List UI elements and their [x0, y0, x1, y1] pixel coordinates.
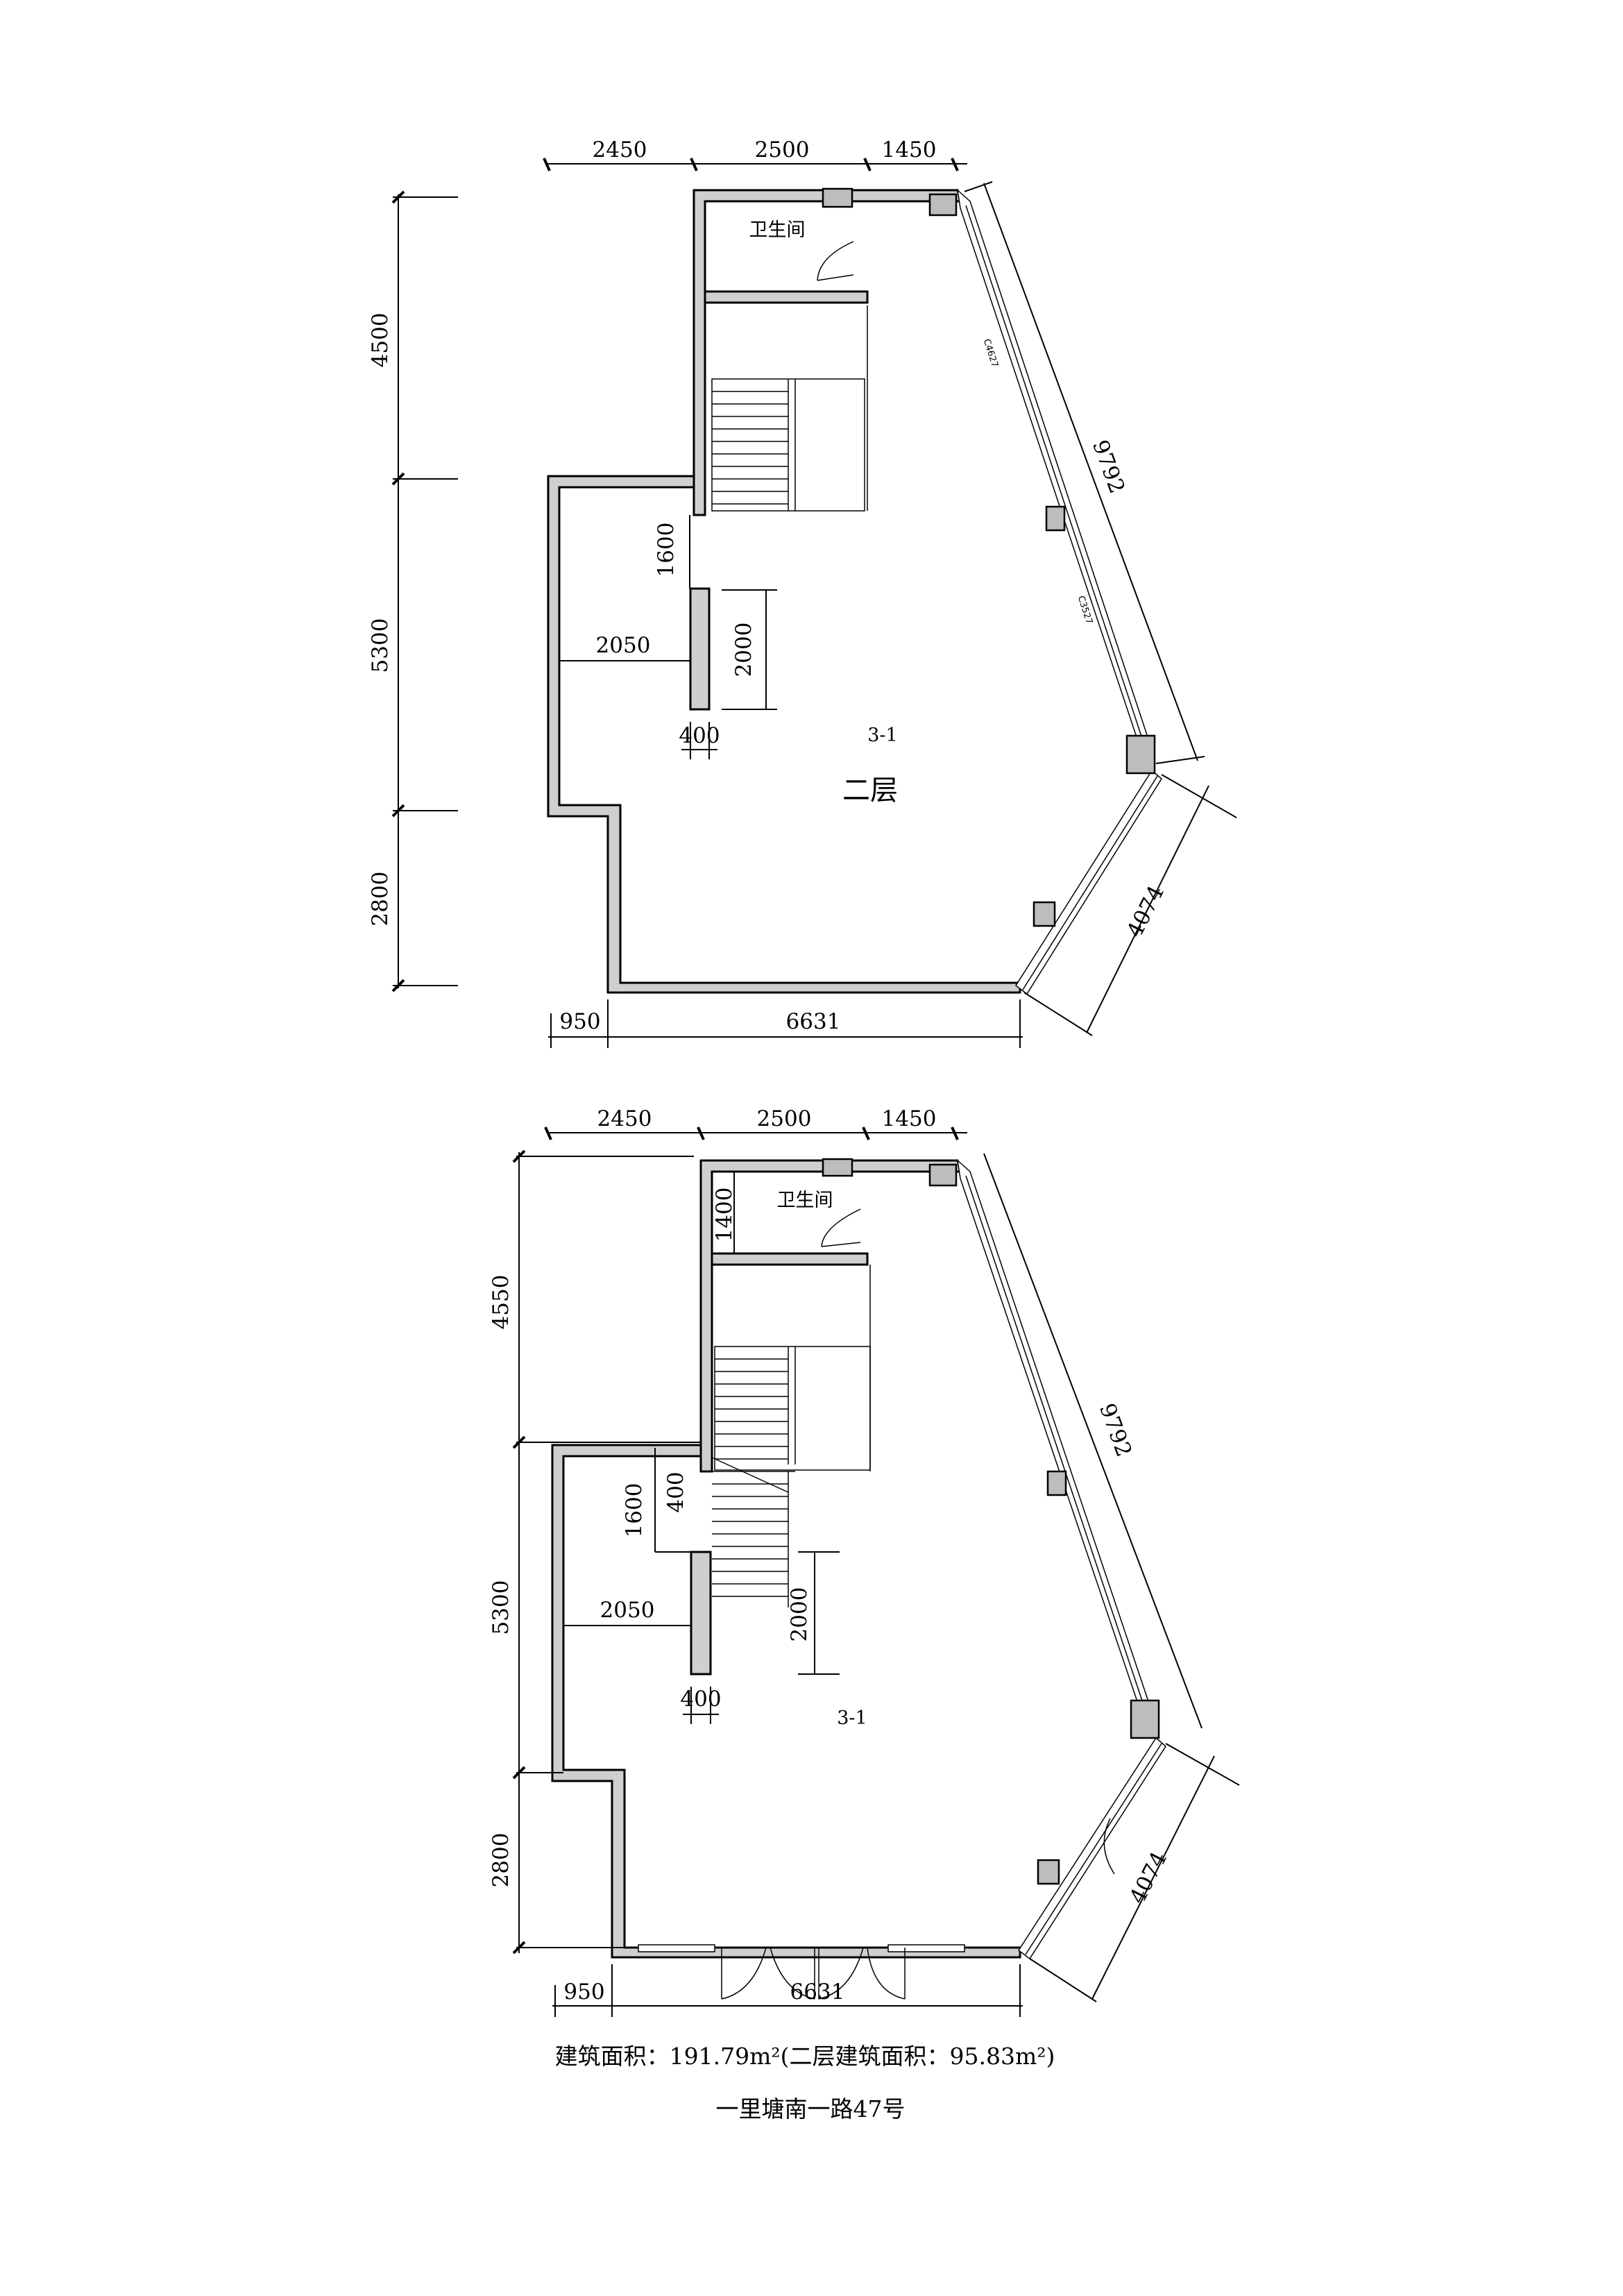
lower-dim-bottom-1: 950 [563, 1980, 604, 2004]
upper-dim-bottom-1: 950 [559, 1009, 600, 1034]
upper-plan: 2450 2500 1450 4500 5300 2800 950 6631 9… [368, 137, 1237, 1048]
upper-stub-wall [689, 587, 711, 711]
lower-dim-left-3: 2800 [488, 1833, 513, 1888]
upper-dim-inner-2: 2050 [596, 633, 651, 658]
upper-column [822, 187, 853, 208]
upper-dim-left-1: 4500 [368, 313, 393, 368]
upper-window-code-1: C4627 [981, 338, 1000, 369]
upper-column [1125, 734, 1156, 775]
lower-stub-wall [690, 1551, 712, 1675]
upper-dim-inner-1: 1600 [654, 523, 679, 577]
lower-dim-top-1: 2450 [597, 1106, 652, 1131]
lower-stair [711, 1265, 871, 1607]
lower-bath-wall [711, 1252, 869, 1266]
lower-dim-inner-5: 2000 [787, 1587, 812, 1642]
upper-dim-top-3: 1450 [882, 137, 937, 162]
upper-column [1045, 505, 1066, 532]
upper-dim-diag-2: 4074 [1122, 881, 1169, 942]
lower-dim-inner-3: 400 [663, 1471, 688, 1512]
upper-dimensions [391, 158, 1237, 1048]
upper-floor-label: 二层 [842, 775, 898, 807]
upper-dim-diag-1: 9792 [1087, 437, 1130, 496]
address: 一里塘南一路47号 [716, 2095, 906, 2122]
area-summary: 建筑面积：191.79m²(二层建筑面积：95.83m²) [555, 2043, 1055, 2070]
upper-dim-bottom-2: 6631 [786, 1009, 841, 1034]
upper-stair [711, 305, 868, 512]
upper-bath-wall [704, 290, 869, 304]
upper-dim-top-2: 2500 [755, 137, 810, 162]
lower-column [1130, 1699, 1160, 1739]
upper-dim-left-2: 5300 [368, 618, 393, 673]
lower-column [1037, 1859, 1060, 1885]
upper-unit-label: 3-1 [867, 725, 897, 746]
lower-dim-inner-2: 1600 [622, 1483, 647, 1538]
upper-column [928, 193, 958, 217]
lower-dim-left-1: 4550 [488, 1275, 513, 1330]
upper-column [1033, 901, 1056, 927]
upper-bathroom-label: 卫生间 [749, 219, 806, 241]
lower-plan: 2450 2500 1450 4550 5300 2800 950 6631 9… [488, 1106, 1240, 2017]
lower-entrance-doors [638, 1818, 1115, 2000]
lower-dim-inner-6: 400 [680, 1687, 721, 1712]
upper-dim-left-3: 2800 [368, 872, 393, 927]
lower-dim-diag-2: 4074 [1125, 1848, 1172, 1908]
lower-dim-diag-1: 9792 [1094, 1400, 1137, 1460]
lower-dim-top-3: 1450 [882, 1106, 937, 1131]
lower-column [822, 1158, 853, 1177]
lower-bath-door [821, 1208, 861, 1247]
lower-dimensions [512, 1126, 1240, 2017]
lower-bathroom-label: 卫生间 [777, 1190, 833, 1211]
lower-dim-top-2: 2500 [757, 1106, 812, 1131]
lower-column [1046, 1470, 1067, 1496]
lower-dim-bottom-2: 6631 [790, 1980, 845, 2004]
lower-dim-inner-1: 1400 [712, 1188, 737, 1242]
lower-dim-left-2: 5300 [488, 1580, 513, 1635]
upper-dim-inner-3: 2000 [731, 623, 756, 677]
upper-dim-inner-4: 400 [679, 723, 720, 748]
upper-dim-top-1: 2450 [593, 137, 647, 162]
upper-outer-wall [547, 475, 1021, 994]
lower-unit-label: 3-1 [837, 1707, 867, 1729]
lower-column [928, 1163, 958, 1187]
lower-dim-inner-4: 2050 [600, 1598, 655, 1623]
upper-bath-door [817, 241, 854, 281]
